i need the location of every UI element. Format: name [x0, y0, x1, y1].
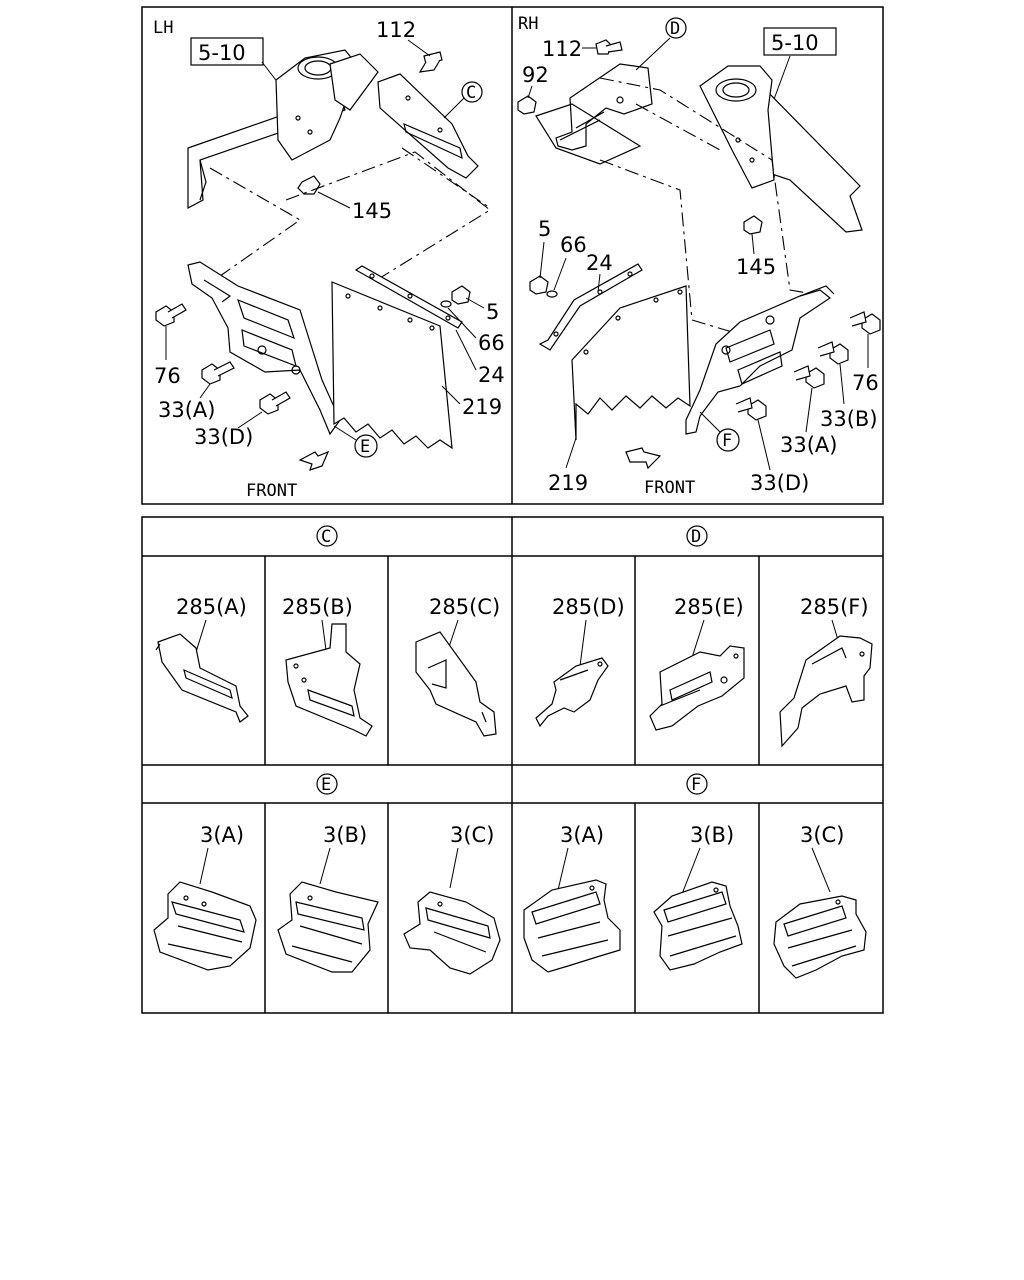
rh-bolt-76: 76 — [849, 311, 881, 395]
svg-text:3(C): 3(C) — [800, 823, 844, 847]
svg-text:3(A): 3(A) — [560, 823, 604, 847]
svg-text:285(A): 285(A) — [176, 595, 247, 619]
lh-bolt-33a: 33(A) — [158, 361, 235, 422]
svg-text:219: 219 — [462, 395, 502, 419]
rh-nut-145: 145 — [736, 215, 776, 279]
detail-c-cell-a: 285(A) — [155, 595, 249, 723]
rh-circle-f: F — [722, 431, 732, 451]
lh-nut-5-washer-66: 5 66 — [440, 285, 505, 355]
svg-text:33(D): 33(D) — [750, 471, 809, 495]
svg-text:285(D): 285(D) — [552, 595, 625, 619]
svg-text:285(C): 285(C) — [429, 595, 500, 619]
rh-nut-5-washer-66: 5 66 — [529, 217, 587, 298]
lh-circle-e: E — [360, 437, 370, 457]
svg-text:112: 112 — [542, 37, 582, 61]
rh-stay-24: 24 — [538, 251, 643, 351]
detail-e-header: E — [321, 775, 331, 795]
rh-side-label: RH — [518, 14, 538, 34]
lh-bolt-112: 112 — [376, 18, 443, 73]
rh-circle-d: D — [670, 19, 680, 39]
detail-f-header: F — [691, 775, 701, 795]
lh-nut-145: 145 — [297, 175, 392, 223]
rh-front-arrow — [625, 447, 662, 470]
rh-bolt-33d: 33(D) — [735, 397, 809, 495]
svg-text:5: 5 — [538, 217, 551, 241]
svg-text:76: 76 — [154, 364, 181, 388]
lh-mud-flap: 219 — [331, 281, 502, 450]
rh-bolt-112: 112 — [542, 37, 623, 61]
svg-text:66: 66 — [478, 331, 505, 355]
svg-text:3(B): 3(B) — [690, 823, 734, 847]
detail-e-cell-c: 3(C) — [403, 823, 501, 975]
rh-ref-box: 5-10 — [771, 31, 819, 55]
rh-mudguard-support — [685, 285, 835, 435]
lh-bracket-c: C — [377, 73, 483, 179]
svg-text:3(A): 3(A) — [200, 823, 244, 847]
svg-text:24: 24 — [478, 363, 505, 387]
detail-f-cell-a: 3(A) — [523, 823, 621, 973]
svg-text:3(B): 3(B) — [323, 823, 367, 847]
svg-text:3(C): 3(C) — [450, 823, 494, 847]
detail-f-cell-c: 3(C) — [773, 823, 867, 979]
lh-frame-rail — [187, 49, 379, 209]
detail-e-cell-a: 3(A) — [153, 823, 257, 971]
svg-text:33(B): 33(B) — [820, 407, 878, 431]
lh-side-label: LH — [153, 18, 173, 38]
detail-d-cell-d: 285(D) — [535, 595, 625, 728]
svg-text:145: 145 — [352, 199, 392, 223]
rh-frame-rail — [699, 65, 863, 233]
detail-c-header: C — [321, 527, 331, 547]
svg-text:33(A): 33(A) — [158, 398, 215, 422]
lh-stay-24: 24 — [354, 265, 505, 387]
detail-f-cell-b: 3(B) — [653, 823, 743, 971]
detail-d-cell-e: 285(E) — [649, 595, 745, 731]
rh-bracket-d: D — [555, 17, 687, 151]
detail-d-header: D — [691, 527, 701, 547]
lh-bolt-33d: 33(D) — [194, 391, 291, 449]
rh-mud-flap: 219 — [548, 285, 691, 495]
lh-mudguard-support — [187, 261, 341, 436]
svg-text:285(F): 285(F) — [800, 595, 869, 619]
detail-c-cell-b: 285(B) — [282, 595, 373, 737]
svg-text:76: 76 — [852, 371, 879, 395]
detail-c-cell-c: 285(C) — [415, 595, 500, 737]
lh-ref-box: 5-10 — [198, 41, 246, 65]
rh-bolt-33b: 33(B) — [817, 341, 878, 431]
svg-text:285(B): 285(B) — [282, 595, 353, 619]
detail-e-cell-b: 3(B) — [277, 823, 379, 973]
svg-text:66: 66 — [560, 233, 587, 257]
lh-front-arrow — [298, 450, 330, 471]
svg-text:219: 219 — [548, 471, 588, 495]
svg-text:33(A): 33(A) — [780, 433, 837, 457]
lh-circle-c: C — [466, 83, 476, 103]
svg-text:5: 5 — [486, 300, 499, 324]
svg-text:92: 92 — [522, 63, 549, 87]
svg-text:285(E): 285(E) — [674, 595, 744, 619]
lh-bolt-76: 76 — [154, 303, 187, 388]
lh-panel: LH 5-10 112 C — [153, 18, 505, 501]
rh-bolt-33a: 33(A) — [780, 365, 837, 457]
lh-front-label: FRONT — [246, 481, 297, 501]
svg-text:112: 112 — [376, 18, 416, 42]
svg-text:33(D): 33(D) — [194, 425, 253, 449]
svg-text:145: 145 — [736, 255, 776, 279]
detail-d-cell-f: 285(F) — [779, 595, 873, 748]
rh-front-label: FRONT — [644, 478, 695, 498]
svg-text:24: 24 — [586, 251, 613, 275]
rh-panel: RH 5-10 92 112 — [517, 14, 881, 498]
rh-nut-92: 92 — [517, 63, 549, 115]
